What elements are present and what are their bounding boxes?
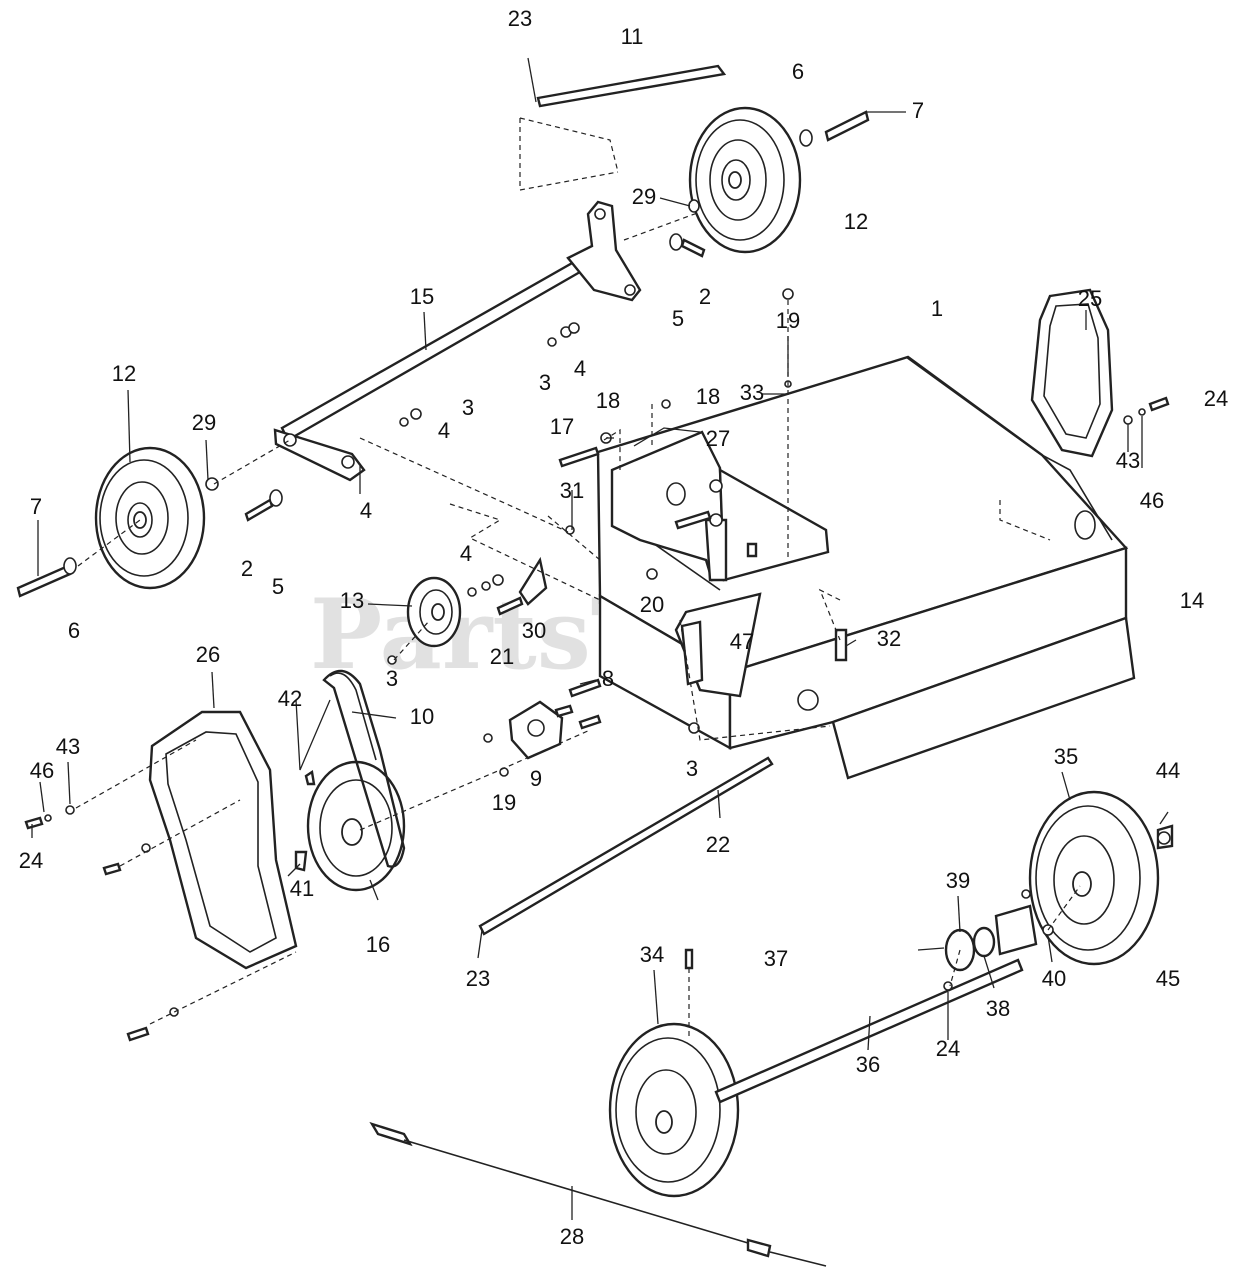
deck-housing [596,355,1136,780]
callout-10: 10 [410,704,434,729]
bearing-flange [508,700,564,760]
callout-24-low: 24 [936,1036,960,1061]
callout-38: 38 [986,996,1010,1021]
callout-18-b: 18 [696,384,720,409]
callout-6-top: 6 [792,59,804,84]
callout-11: 11 [621,24,644,49]
callout-3-top: 3 [539,370,551,395]
belt-cover [148,710,298,970]
callout-40: 40 [1042,966,1066,991]
callout-39: 39 [946,868,970,893]
callout-3-low: 3 [386,666,398,691]
callout-4-center: 4 [460,541,472,566]
callout-12-top: 12 [844,209,868,234]
callout-3-mid: 3 [462,395,474,420]
callout-25: 25 [1078,286,1102,311]
callout-29-left: 29 [192,410,216,435]
callout-36: 36 [856,1052,880,1077]
callout-24-left: 24 [19,848,43,873]
callout-28: 28 [560,1224,584,1249]
callout-41: 41 [290,876,314,901]
callout-24-right: 24 [1204,386,1228,411]
rear-wheel-right [1028,790,1160,966]
bearing-cover [1030,288,1114,458]
callout-20: 20 [640,592,664,617]
callout-12-left: 12 [112,361,136,386]
callout-5-left: 5 [272,574,284,599]
callout-21: 21 [490,644,514,669]
callout-4-mid: 4 [438,418,450,443]
callout-19-top: 19 [776,308,800,333]
shaft-pin [684,948,694,970]
callout-27: 27 [706,426,730,451]
callout-2-top: 2 [699,284,711,309]
wheel-top-right [688,106,802,254]
callout-1: 1 [931,296,943,321]
callout-46-left: 46 [30,758,54,783]
callout-6-left: 6 [68,618,80,643]
wheel-bracket-arm [566,200,642,302]
callout-2-left: 2 [241,556,253,581]
callout-5-top: 5 [672,306,684,331]
callout-labels: 23 11 6 7 29 12 2 5 15 1 25 24 3 4 19 33… [19,6,1228,1249]
alignment-lines [75,211,1081,1025]
callout-3-right: 3 [686,756,698,781]
callout-29-top: 29 [632,184,656,209]
rear-wheel-left [608,1022,740,1198]
callout-18-a: 18 [596,388,620,413]
callout-8: 8 [602,666,614,691]
control-cable [369,1121,827,1267]
callout-44: 44 [1156,758,1180,783]
callout-9: 9 [530,766,542,791]
callout-45: 45 [1156,966,1180,991]
callout-13: 13 [340,588,364,613]
callout-4-low: 4 [360,498,372,523]
callout-7-top: 7 [912,98,924,123]
idler-pulley [406,576,462,648]
callout-31: 31 [560,478,584,503]
callout-23-top: 23 [508,6,532,31]
callout-46-right: 46 [1140,488,1164,513]
callout-33: 33 [740,380,764,405]
callout-22: 22 [706,832,730,857]
callout-17: 17 [550,414,574,439]
callout-47: 47 [730,629,754,654]
height-adjust-rod [536,64,727,108]
drive-belt [322,669,406,868]
callout-43-right: 43 [1116,448,1140,473]
callout-34: 34 [640,942,664,967]
callout-19-low: 19 [492,790,516,815]
callout-26: 26 [196,642,220,667]
callout-37: 37 [764,946,788,971]
callout-7-left: 7 [30,494,42,519]
callout-14: 14 [1180,588,1204,613]
callout-32: 32 [877,626,901,651]
wheel-left [94,446,206,590]
fasteners [16,110,1171,1042]
callout-15: 15 [410,284,434,309]
drive-pulley [306,760,406,892]
callout-4-top: 4 [574,356,586,381]
callout-30: 30 [522,618,546,643]
front-axle-rod [273,260,582,482]
callout-23-low: 23 [466,966,490,991]
callout-43-left: 43 [56,734,80,759]
callout-35: 35 [1054,744,1078,769]
callout-16: 16 [366,932,390,957]
shift-rod [478,756,774,936]
leader-lines [31,111,1169,1220]
side-bracket [674,592,762,698]
callout-42: 42 [278,686,302,711]
